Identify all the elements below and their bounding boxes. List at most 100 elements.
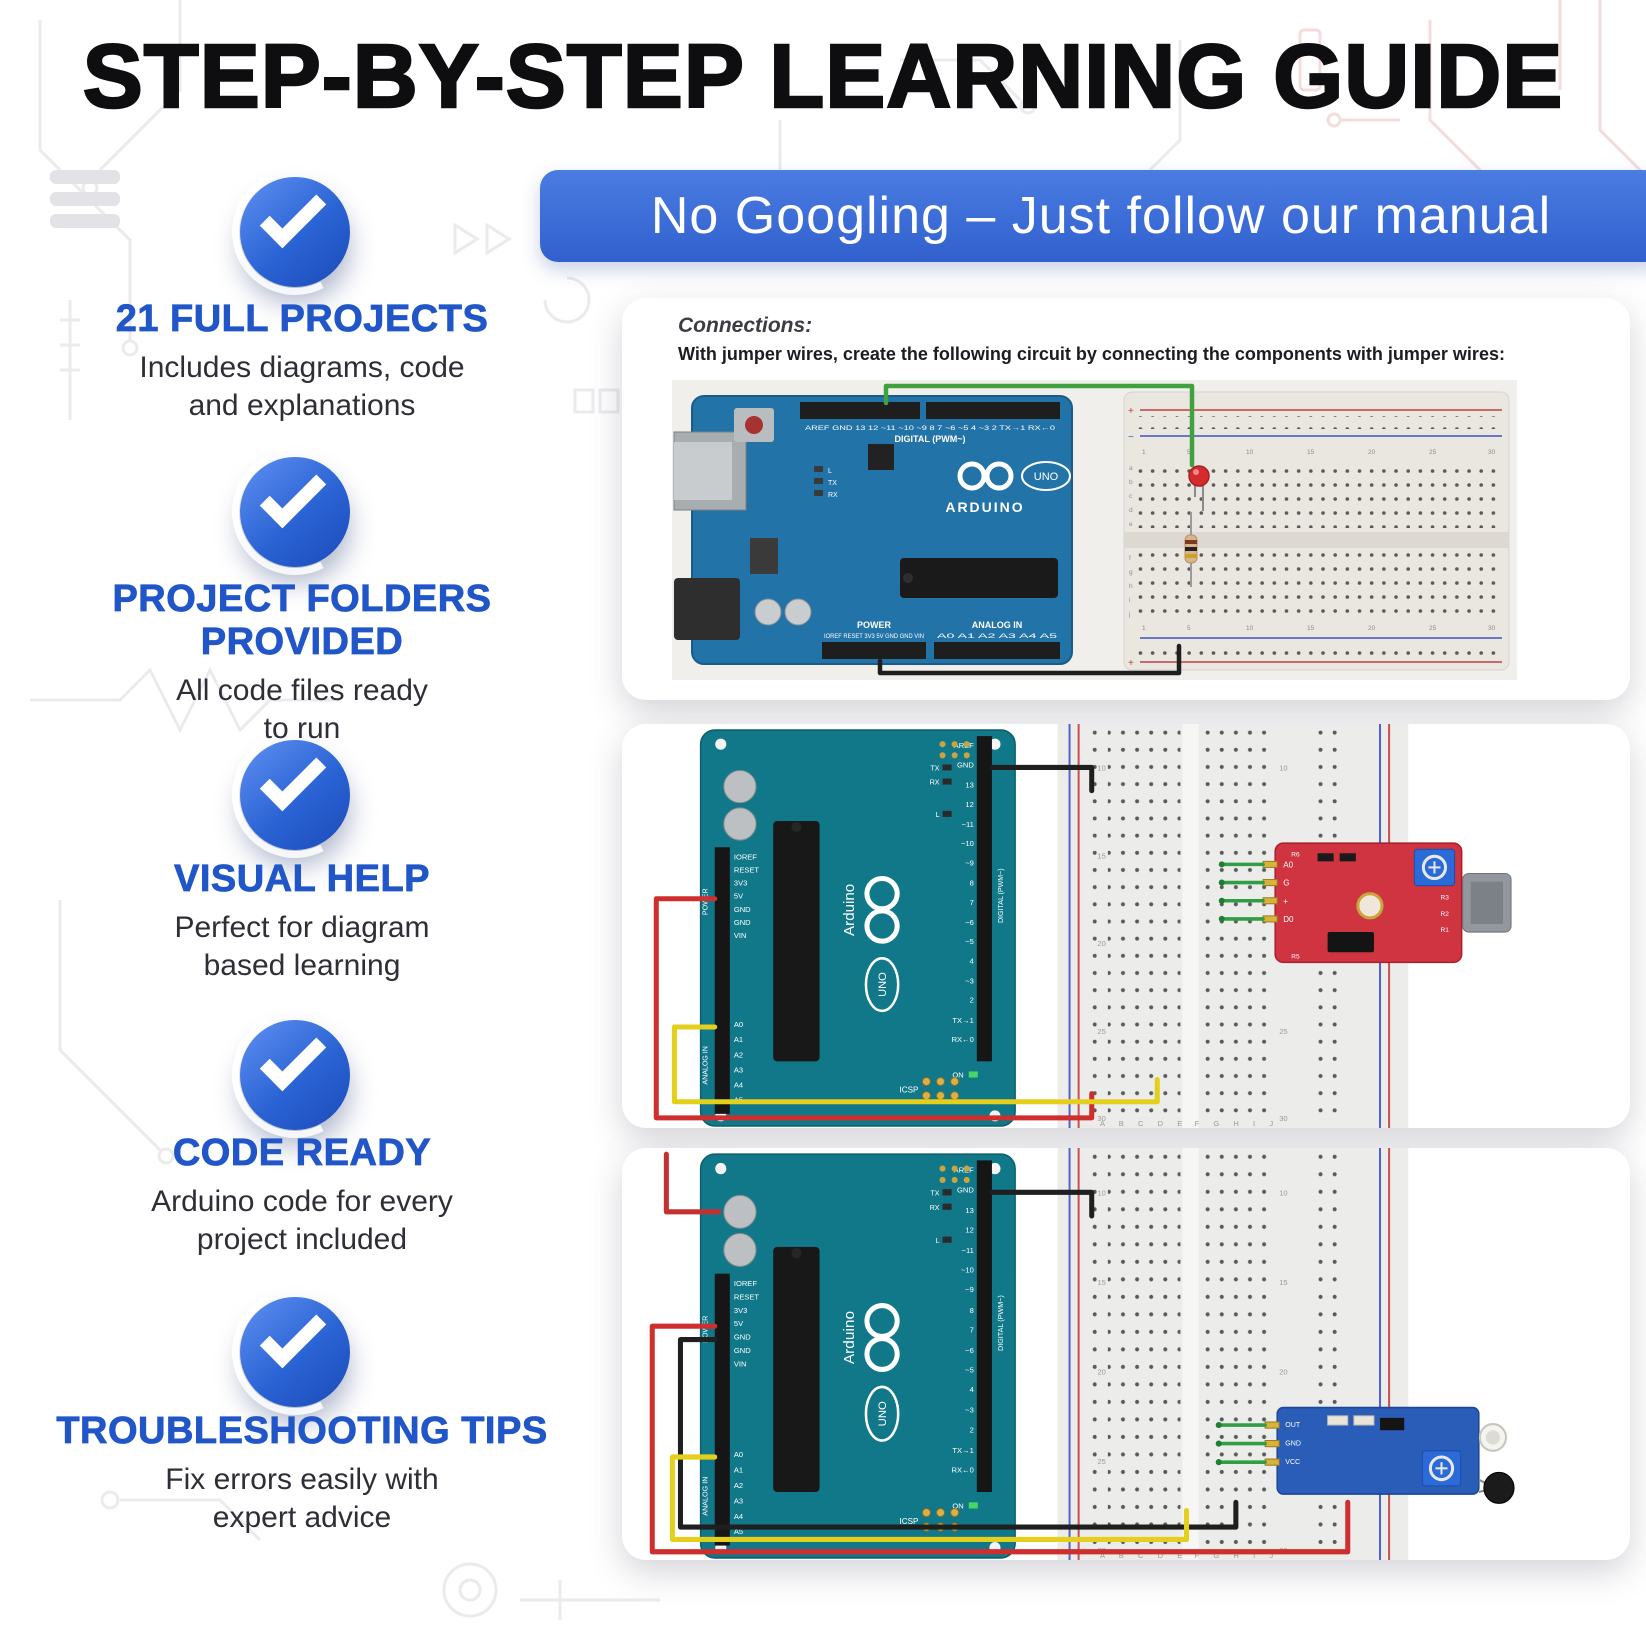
- icsp-pins: [921, 1076, 960, 1101]
- svg-text:10: 10: [1246, 449, 1254, 456]
- svg-text:RX←0: RX←0: [952, 1035, 974, 1044]
- capacitor: [784, 598, 812, 626]
- svg-text:ANALOG IN: ANALOG IN: [702, 1477, 710, 1516]
- feature-heading: PROJECT FOLDERS PROVIDED: [112, 578, 492, 664]
- svg-text:L: L: [828, 468, 832, 475]
- module-pins: [1264, 1421, 1280, 1466]
- feature-code-ready: CODE READY Arduino code for every projec…: [12, 1132, 592, 1259]
- arduino-brand: ARDUINO: [945, 499, 1024, 515]
- digital-pin-labels: AREF GND 13 12 ~11 ~10 ~9 8 7 ~6 ~5 4 ~3…: [805, 425, 1056, 432]
- svg-text:R1: R1: [1440, 927, 1449, 934]
- svg-text:g: g: [1129, 569, 1133, 576]
- svg-text:~3: ~3: [965, 977, 974, 986]
- svg-text:IOREF RESET 3V3 5V GND GND VIN: IOREF RESET 3V3 5V GND GND VIN: [824, 634, 924, 640]
- svg-text:j: j: [1128, 611, 1130, 618]
- svg-text:RX: RX: [930, 1204, 940, 1212]
- svg-text:~10: ~10: [961, 839, 974, 848]
- banner-text: No Googling – Just follow our manual: [650, 187, 1552, 245]
- svg-text:+: +: [1128, 406, 1134, 417]
- svg-text:c: c: [1129, 493, 1133, 500]
- svg-text:A0 A1 A2 A3 A4 A5: A0 A1 A2 A3 A4 A5: [937, 634, 1059, 640]
- svg-text:+: +: [1128, 658, 1134, 669]
- svg-text:A B C D E: A B C D E: [1100, 1551, 1188, 1560]
- svg-text:A0: A0: [734, 1450, 743, 1459]
- svg-text:~6: ~6: [965, 1346, 974, 1355]
- svg-text:~9: ~9: [965, 1285, 974, 1294]
- uno-label: UNO: [1034, 471, 1059, 483]
- arduino-brand: Arduino: [841, 1311, 858, 1364]
- icsp2-pins: [939, 1165, 970, 1184]
- power-pin-labels: IOREF RESET 3V3 5V GND GND VIN: [734, 852, 760, 940]
- jumper-wires: [649, 1151, 1351, 1555]
- svg-text:13: 13: [965, 1206, 973, 1215]
- digital-header: [976, 1160, 992, 1493]
- arduino-uno-board: IOREF RESET 3V3 5V GND GND VIN POWER A0 …: [699, 729, 1016, 1127]
- svg-text:15: 15: [1279, 1278, 1287, 1287]
- svg-text:30: 30: [1279, 1114, 1287, 1123]
- feature-heading: TROUBLESHOOTING TIPS: [56, 1410, 548, 1453]
- power-analog-header: [714, 1273, 730, 1546]
- sensor-circuit-card: 10 15 20 25 30 10 15 20 25 30: [622, 724, 1630, 1128]
- wire-red: [649, 1323, 1351, 1555]
- svg-text:RX←0: RX←0: [952, 1465, 974, 1474]
- svg-text:25: 25: [1097, 1027, 1105, 1036]
- wire-black: [989, 764, 1095, 794]
- svg-text:GND: GND: [957, 760, 974, 769]
- svg-text:4: 4: [970, 956, 974, 965]
- uno-label: UNO: [877, 972, 889, 997]
- sensor-module-blue: OUT GND VCC: [1264, 1406, 1515, 1504]
- wire-black: [989, 1189, 1095, 1219]
- analog-header: [934, 642, 1060, 659]
- svg-text:A2: A2: [734, 1481, 743, 1490]
- svg-text:A2: A2: [734, 1050, 743, 1059]
- breadboard-row-letters: a b c d e f g h i j: [1128, 465, 1133, 618]
- svg-text:DIGITAL (PWM~): DIGITAL (PWM~): [998, 868, 1005, 923]
- svg-text:5: 5: [1187, 449, 1191, 456]
- capacitor: [723, 769, 757, 804]
- svg-text:TX: TX: [931, 1189, 940, 1197]
- arduino-uno-board: IOREF RESET 3V3 5V GND GND VIN POWER A0 …: [699, 1153, 1016, 1559]
- svg-text:TX: TX: [828, 480, 837, 487]
- usb-chip: [868, 444, 894, 470]
- capacitor: [723, 1232, 757, 1267]
- svg-text:A3: A3: [734, 1496, 743, 1505]
- digital-header: [976, 736, 992, 1062]
- svg-text:GND: GND: [1285, 1440, 1301, 1448]
- feature-description: Includes diagrams, code and explanations: [139, 351, 465, 422]
- svg-text:RX: RX: [828, 492, 838, 499]
- svg-text:~10: ~10: [961, 1266, 974, 1275]
- breadboard-numbers-top: 1 5 10 15 20 25 30: [1142, 449, 1496, 456]
- wire-black: [877, 643, 1182, 676]
- analog-pin-labels: A0 A1 A2 A3 A4 A5: [734, 1450, 744, 1536]
- digital-header: [800, 402, 920, 419]
- resistor: [1184, 512, 1198, 587]
- connections-label: Connections:: [678, 314, 813, 337]
- led-circuit-diagram: + − 1 5 10 15 20 25 30 a b c: [672, 380, 1517, 680]
- voltage-regulator: [750, 538, 778, 574]
- svg-text:12: 12: [965, 1225, 973, 1234]
- svg-text:GND: GND: [734, 918, 751, 927]
- svg-text:20: 20: [1368, 625, 1376, 632]
- svg-text:GND: GND: [734, 1333, 751, 1342]
- led-red: [1188, 465, 1210, 511]
- breadboard: 10 15 20 25 30 10 15 20 25 30: [1057, 1148, 1409, 1560]
- svg-text:R5: R5: [1291, 953, 1300, 960]
- svg-text:GND: GND: [734, 905, 751, 914]
- svg-text:ICSP: ICSP: [900, 1517, 919, 1526]
- svg-text:VCC: VCC: [1285, 1458, 1300, 1466]
- svg-text:AREF: AREF: [954, 1166, 974, 1175]
- atmega-chip: [773, 820, 820, 1062]
- jumper-wires: [653, 764, 1265, 1121]
- svg-text:25: 25: [1429, 449, 1437, 456]
- svg-text:GND: GND: [957, 1185, 974, 1194]
- svg-text:ANALOG IN: ANALOG IN: [703, 1046, 710, 1084]
- svg-text:POWER: POWER: [702, 1316, 710, 1343]
- wire-yellow: [669, 1454, 1189, 1542]
- arduino-uno-board: AREF GND 13 12 ~11 ~10 ~9 8 7 ~6 ~5 4 ~3…: [673, 395, 1073, 665]
- module-chip: [1327, 932, 1374, 953]
- page-title: STEP-BY-STEP LEARNING GUIDE: [81, 26, 1564, 129]
- svg-text:20: 20: [1097, 1368, 1105, 1377]
- feature-troubleshooting: TROUBLESHOOTING TIPS Fix errors easily w…: [12, 1410, 592, 1537]
- svg-text:~5: ~5: [965, 1365, 974, 1374]
